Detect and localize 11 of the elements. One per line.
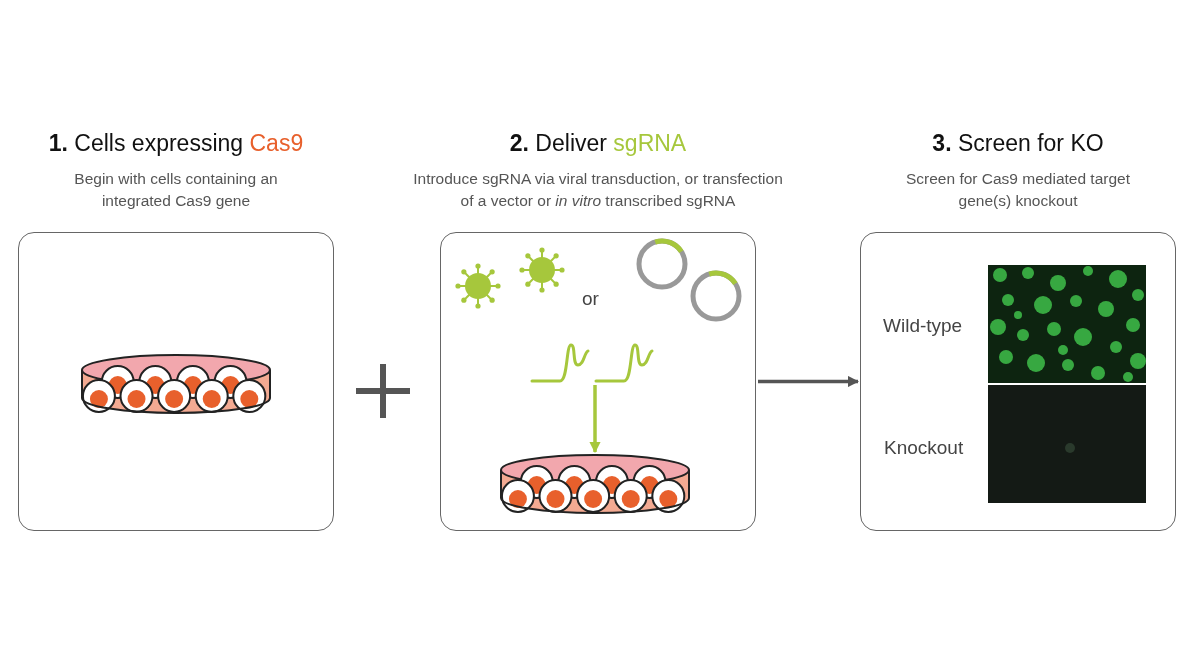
- step-heading: 2. Deliver sgRNA: [508, 130, 688, 157]
- step-heading: 1. Cells expressing Cas9: [47, 130, 305, 157]
- step-description: Screen for Cas9 mediated target gene(s) knockout: [905, 169, 1131, 211]
- row-label: Wild-type: [883, 315, 963, 337]
- step-heading: 3. Screen for KO: [931, 130, 1105, 157]
- step-description: Begin with cells containing an integrated Cas9 gene: [73, 169, 279, 211]
- row-label: Knockout: [884, 437, 964, 459]
- arrow: [758, 375, 860, 388]
- conjunction-label: or: [582, 288, 599, 310]
- step-description: Introduce sgRNA via viral transduction, or transfection of a vector or in vitro transcribed sgRNA: [412, 169, 784, 211]
- arrow: [589, 385, 601, 454]
